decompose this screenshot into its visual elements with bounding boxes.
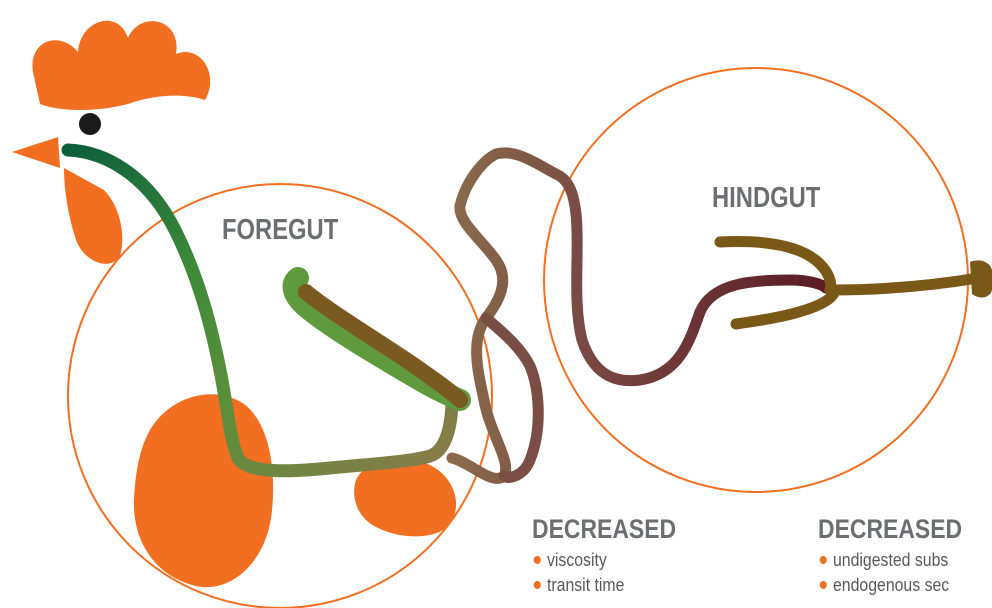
vent-cap	[970, 260, 992, 297]
effect-text: undigested subs	[833, 550, 948, 570]
gizzard-loop	[452, 153, 576, 479]
effect-item: viscosity	[532, 548, 681, 573]
hindgut-effects: DECREASED undigested subs endogenous sec	[818, 514, 988, 598]
gizzard-right-lobe	[486, 318, 538, 477]
crop-fill	[306, 292, 460, 400]
comb-shape	[32, 21, 210, 110]
effect-item: undigested subs	[818, 548, 967, 573]
foregut-effects-list: viscosity transit time	[532, 548, 702, 598]
wattle-shape	[64, 168, 122, 264]
hindgut-label: HINDGUT	[712, 182, 820, 215]
bullet-icon	[534, 556, 541, 564]
small-intestine	[576, 214, 826, 381]
effect-text: endogenous sec	[833, 575, 949, 595]
bullet-icon	[820, 581, 827, 589]
bullet-icon	[820, 556, 827, 564]
thigh-shape	[134, 394, 273, 587]
bullet-icon	[534, 581, 541, 589]
effect-item: endogenous sec	[818, 573, 967, 598]
hindgut-effects-list: undigested subs endogenous sec	[818, 548, 988, 598]
ceca-lower	[736, 290, 835, 324]
foregut-label: FOREGUT	[222, 214, 338, 247]
effect-text: transit time	[547, 575, 624, 595]
foregut-effects-heading: DECREASED	[532, 514, 676, 545]
colon-to-vent	[830, 278, 978, 290]
eye-dot	[79, 113, 101, 135]
effect-text: viscosity	[547, 550, 607, 570]
esophagus-tube	[68, 150, 452, 471]
effect-item: transit time	[532, 573, 681, 598]
chicken-silhouette	[12, 21, 456, 587]
hindgut-effects-heading: DECREASED	[818, 514, 962, 545]
foregut-effects: DECREASED viscosity transit time	[532, 514, 702, 598]
beak-shape	[12, 137, 60, 168]
